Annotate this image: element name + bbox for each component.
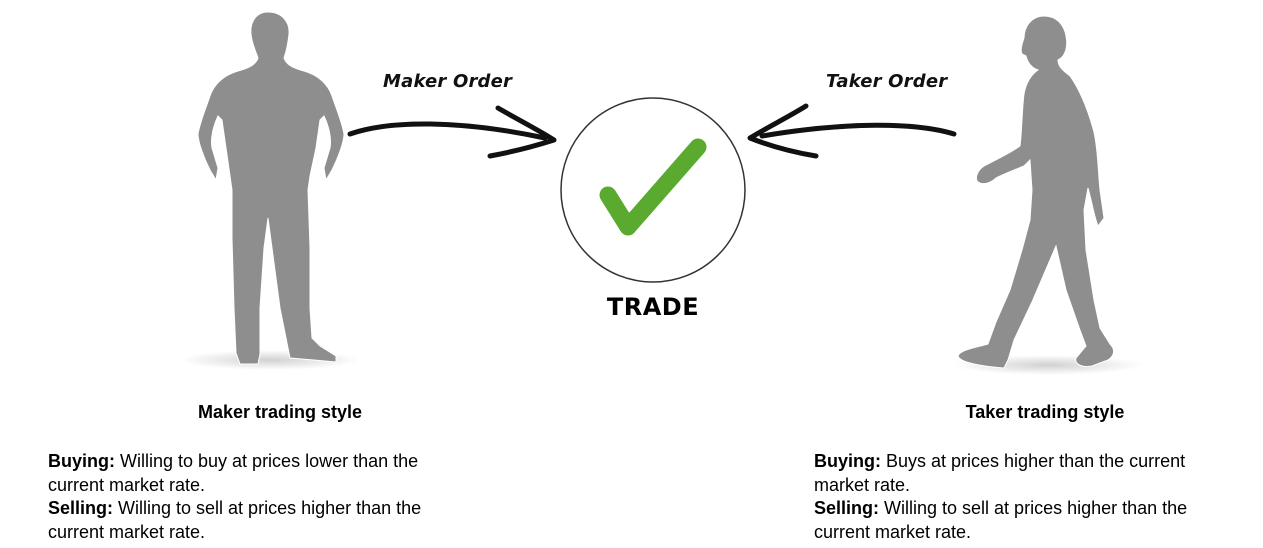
maker-selling: Selling: Willing to sell at prices highe… xyxy=(48,497,478,544)
maker-selling-label: Selling: xyxy=(48,498,114,518)
taker-arrow-shaft xyxy=(759,122,957,139)
taker-selling-label: Selling: xyxy=(814,498,880,518)
trade-circle xyxy=(560,97,746,283)
check-icon xyxy=(599,138,707,236)
maker-style-title: Maker trading style xyxy=(197,402,363,422)
maker-buying-label: Buying: xyxy=(48,451,115,471)
taker-selling-text: Willing to sell at prices higher than th… xyxy=(814,498,1188,542)
maker-silhouette xyxy=(197,11,345,365)
taker-order-arrow xyxy=(747,103,957,159)
maker-buying-text: Willing to buy at prices lower than the … xyxy=(48,451,419,495)
taker-order-label: Taker Order xyxy=(826,71,948,92)
maker-selling-text: Willing to sell at prices higher than th… xyxy=(48,498,422,542)
taker-arrow-head xyxy=(747,103,819,159)
taker-buying-text: Buys at prices higher than the current m… xyxy=(814,451,1186,495)
maker-order-arrow xyxy=(347,105,557,159)
trade-label: TRADE xyxy=(606,293,700,321)
taker-silhouette xyxy=(957,15,1115,369)
maker-arrow-head xyxy=(487,105,557,159)
maker-order-label: Maker Order xyxy=(383,71,513,92)
maker-buying: Buying: Willing to buy at prices lower t… xyxy=(48,450,478,497)
taker-buying: Buying: Buys at prices higher than the c… xyxy=(814,450,1244,497)
taker-buying-label: Buying: xyxy=(814,451,881,471)
taker-style-title: Taker trading style xyxy=(965,402,1125,422)
taker-figure xyxy=(953,15,1143,375)
maker-description: Buying: Willing to buy at prices lower t… xyxy=(48,450,478,544)
taker-selling: Selling: Willing to sell at prices highe… xyxy=(814,497,1244,544)
maker-arrow-shaft xyxy=(347,121,548,141)
taker-description: Buying: Buys at prices higher than the c… xyxy=(814,450,1244,544)
maker-figure xyxy=(180,11,360,370)
